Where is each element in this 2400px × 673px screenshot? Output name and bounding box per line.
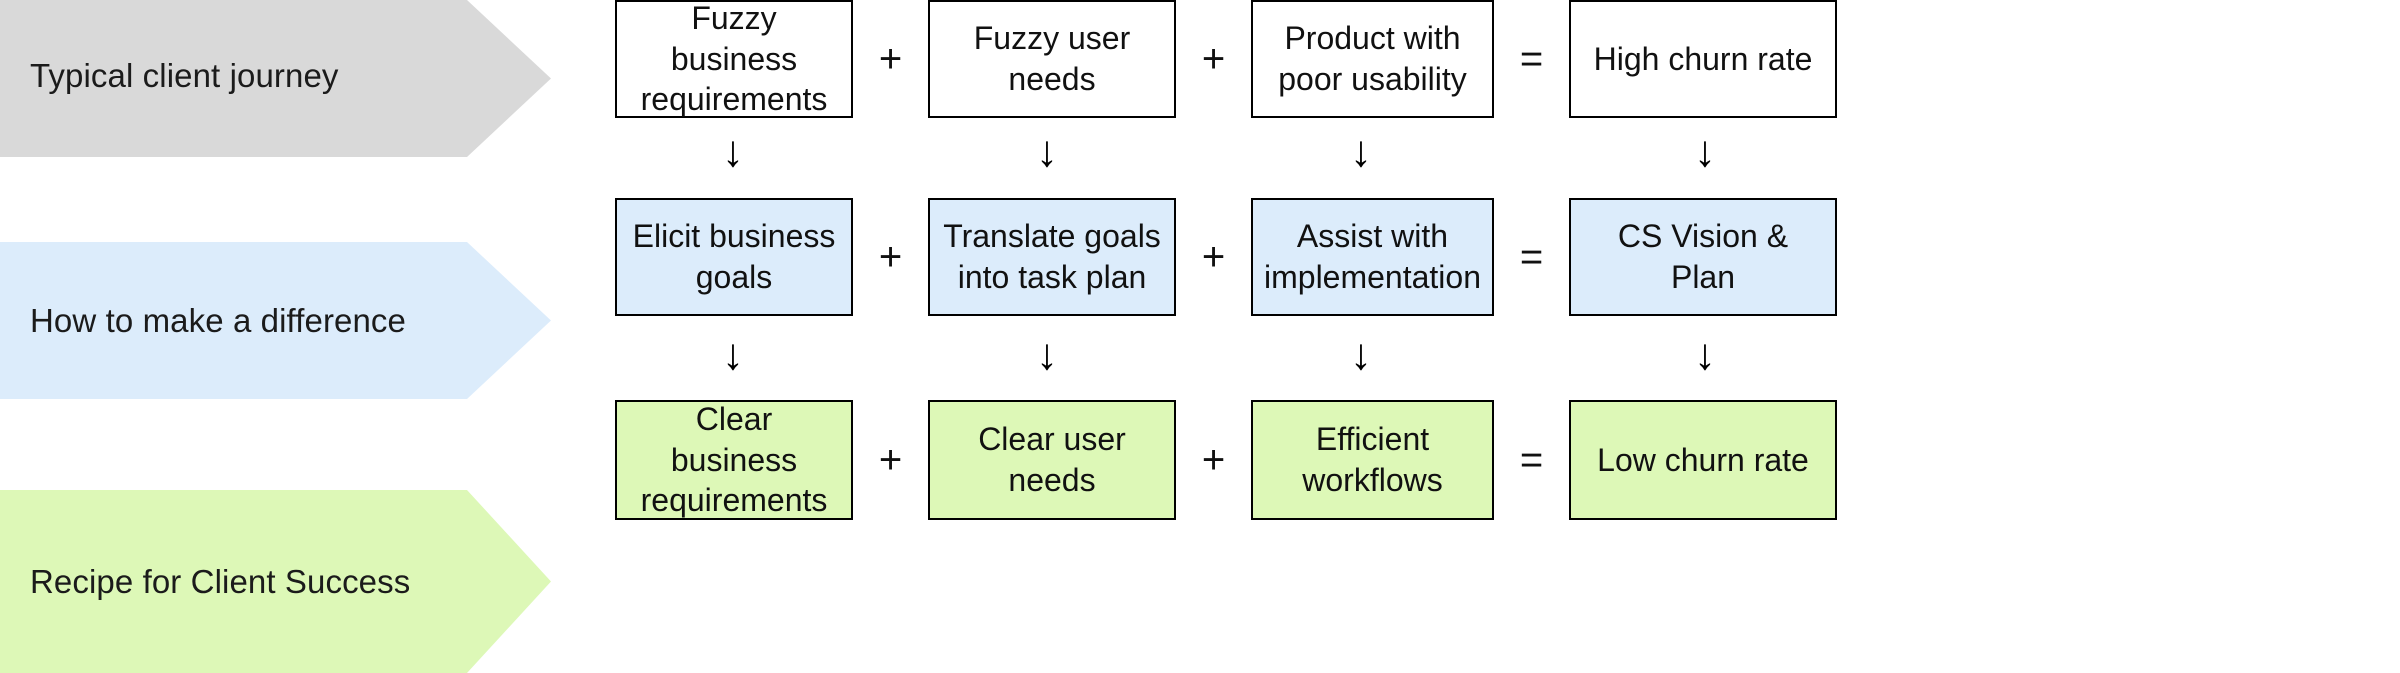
operator-row2-1: + (878, 235, 903, 279)
box-row3-col4: Low churn rate (1569, 400, 1837, 520)
operator-row1-2: + (1201, 37, 1226, 81)
row-label-text-row-3: Recipe for Client Success (30, 562, 411, 600)
box-text-row2-col2: Translate goals into task plan (943, 218, 1161, 295)
operator-row3-1: + (878, 438, 903, 482)
box-row1-col2: Fuzzy user needs (928, 0, 1176, 118)
box-text-row2-col1: Elicit business goals (632, 218, 836, 295)
box-text-row3-col4: Low churn rate (1597, 441, 1809, 478)
operator-row3-2: + (1201, 438, 1226, 482)
operator-row1-3: = (1519, 37, 1544, 81)
down-arrow-icon-band1-col1: ↓ (722, 127, 744, 176)
box-text-row3-col2: Clear user needs (978, 421, 1126, 498)
chevron-shape-row-2 (0, 242, 551, 399)
box-row3-col2: Clear user needs (928, 400, 1176, 520)
box-row1-col1: Fuzzy business requirements (615, 0, 853, 118)
box-row3-col3: Efficient workflows (1251, 400, 1494, 520)
box-text-row1-col1: Fuzzy business requirements (640, 0, 828, 118)
row-label-text-row-2: How to make a difference (30, 301, 406, 339)
box-text-row2-col3: Assist with implementation (1264, 218, 1481, 295)
box-row2-col2: Translate goals into task plan (928, 198, 1176, 316)
down-arrow-icon-band2-col3: ↓ (1350, 330, 1372, 379)
operator-row3-3: = (1519, 438, 1544, 482)
chevron-shape-row-3 (0, 490, 551, 673)
down-arrow-icon-band2-col2: ↓ (1036, 330, 1058, 379)
down-arrow-icon-band2-col4: ↓ (1694, 330, 1716, 379)
row-label-chevron-recipe-for-client-success: Recipe for Client Success (0, 490, 551, 673)
row-label-chevron-how-to-make-a-difference: How to make a difference (0, 242, 551, 399)
box-row2-col3: Assist with implementation (1251, 198, 1494, 316)
box-text-row1-col4: High churn rate (1593, 40, 1813, 77)
down-arrow-icon-band2-col1: ↓ (722, 330, 744, 379)
down-arrow-icon-band1-col2: ↓ (1036, 127, 1058, 176)
box-text-row2-col4: CS Vision & Plan (1617, 218, 1789, 295)
chevron-shape-row-1 (0, 0, 551, 157)
box-text-row1-col2: Fuzzy user needs (973, 20, 1131, 97)
operator-row1-1: + (878, 37, 903, 81)
row-label-chevron-typical-client-journey: Typical client journey (0, 0, 551, 157)
down-arrow-icon-band1-col3: ↓ (1350, 127, 1372, 176)
diagram-row-recipe-for-client-success: Clear business requirements + Clear user… (615, 400, 2400, 673)
down-arrow-icon-band1-col4: ↓ (1694, 127, 1716, 176)
box-row2-col1: Elicit business goals (615, 198, 853, 316)
diagram-row-how-to-make-a-difference: Elicit business goals + Translate goals … (615, 198, 2400, 316)
box-row3-col1: Clear business requirements (615, 400, 853, 520)
box-text-row1-col3: Product with poor usability (1278, 20, 1467, 97)
operator-row2-2: + (1201, 235, 1226, 279)
operator-row2-3: = (1519, 235, 1544, 279)
diagram-row-typical-client-journey: Fuzzy business requirements + Fuzzy user… (615, 0, 2400, 118)
box-row1-col4: High churn rate (1569, 0, 1837, 118)
box-text-row3-col3: Efficient workflows (1302, 421, 1443, 498)
box-text-row3-col1: Clear business requirements (640, 400, 828, 519)
box-row2-col4: CS Vision & Plan (1569, 198, 1837, 316)
row-label-text-row-1: Typical client journey (30, 56, 339, 94)
box-row1-col3: Product with poor usability (1251, 0, 1494, 118)
